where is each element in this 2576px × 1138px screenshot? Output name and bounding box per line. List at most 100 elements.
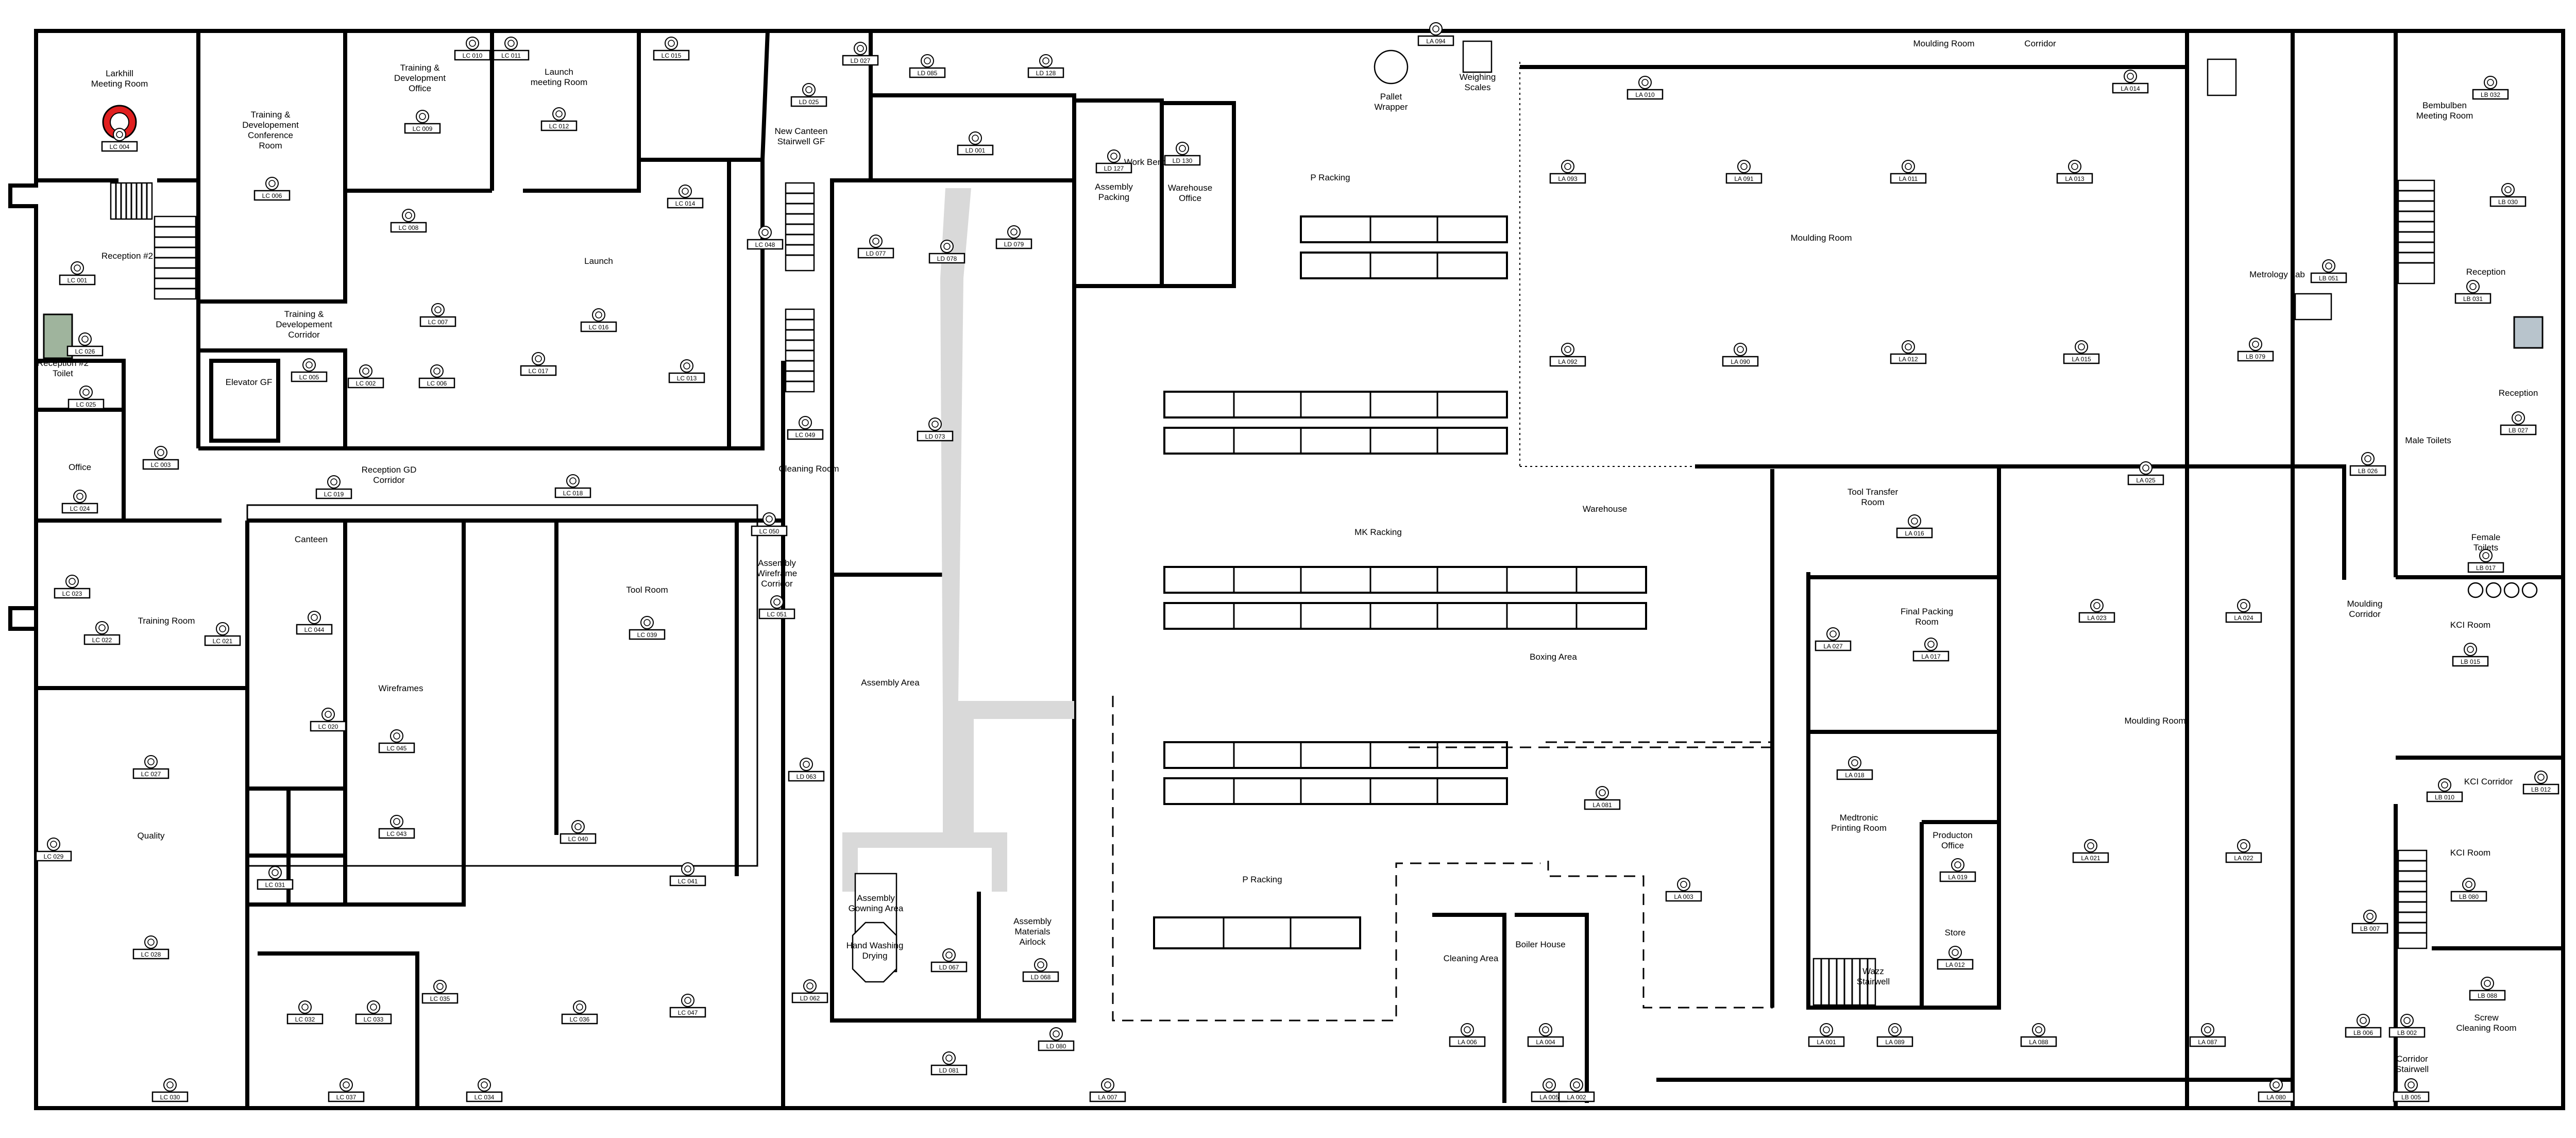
location-marker[interactable]: LC 026 xyxy=(66,332,104,357)
location-marker[interactable]: LC 027 xyxy=(132,755,170,779)
location-marker[interactable]: LD 077 xyxy=(857,235,894,259)
location-marker[interactable]: LB 005 xyxy=(2393,1078,2430,1102)
location-marker[interactable]: LC 029 xyxy=(35,838,72,862)
location-marker[interactable]: LA 027 xyxy=(1815,627,1852,651)
location-marker[interactable]: LC 020 xyxy=(310,708,347,732)
location-marker[interactable]: LB 015 xyxy=(2452,643,2489,667)
location-marker[interactable]: LC 040 xyxy=(560,820,597,844)
location-marker[interactable]: LD 128 xyxy=(1027,54,1064,78)
location-marker[interactable]: LC 050 xyxy=(751,512,788,537)
location-marker[interactable]: LC 035 xyxy=(421,980,459,1004)
location-marker[interactable]: LC 007 xyxy=(419,303,456,327)
location-marker[interactable]: LC 049 xyxy=(787,416,824,440)
location-marker[interactable]: LB 006 xyxy=(2345,1014,2382,1038)
location-marker[interactable]: LC 009 xyxy=(404,110,441,134)
location-marker[interactable]: LB 007 xyxy=(2351,910,2388,934)
location-marker[interactable]: LC 002 xyxy=(347,364,384,389)
location-marker[interactable]: LC 011 xyxy=(493,37,530,61)
location-marker[interactable]: LA 002 xyxy=(1558,1078,1595,1102)
location-marker[interactable]: LB 079 xyxy=(2237,338,2274,362)
location-marker[interactable]: LB 026 xyxy=(2349,452,2386,476)
location-marker[interactable]: LC 024 xyxy=(61,490,98,514)
location-marker[interactable]: LC 015 xyxy=(653,37,690,61)
location-marker[interactable]: LA 007 xyxy=(1089,1078,1126,1102)
location-marker[interactable]: LC 008 xyxy=(390,209,427,233)
location-marker[interactable]: LC 041 xyxy=(669,862,706,886)
location-marker[interactable]: LB 002 xyxy=(2388,1014,2426,1038)
location-marker[interactable]: LC 021 xyxy=(204,622,241,646)
location-marker[interactable]: LB 080 xyxy=(2450,878,2487,902)
location-marker[interactable]: LC 018 xyxy=(554,474,591,498)
location-marker[interactable]: LA 010 xyxy=(1626,76,1664,100)
location-marker[interactable]: LC 001 xyxy=(59,261,96,286)
location-marker[interactable]: LA 087 xyxy=(2189,1023,2226,1047)
location-marker[interactable]: LD 085 xyxy=(909,54,946,78)
location-marker[interactable]: LD 078 xyxy=(928,240,965,264)
location-marker[interactable]: LA 022 xyxy=(2225,839,2262,863)
location-marker[interactable]: LC 019 xyxy=(315,475,352,499)
location-marker[interactable]: LC 032 xyxy=(286,1000,324,1025)
location-marker[interactable]: LA 019 xyxy=(1939,858,1976,882)
location-marker[interactable]: LC 031 xyxy=(257,866,294,890)
location-marker[interactable]: LC 023 xyxy=(54,575,91,599)
location-marker[interactable]: LD 027 xyxy=(842,42,879,66)
location-marker[interactable]: LD 130 xyxy=(1164,142,1201,166)
location-marker[interactable]: LD 073 xyxy=(917,417,954,442)
location-marker[interactable]: LA 081 xyxy=(1584,786,1621,810)
location-marker[interactable]: LC 045 xyxy=(378,729,415,754)
location-marker[interactable]: LA 018 xyxy=(1836,756,1873,780)
location-marker[interactable]: LA 080 xyxy=(2258,1078,2295,1102)
location-marker[interactable]: LD 062 xyxy=(791,979,828,1003)
location-marker[interactable]: LC 006 xyxy=(253,177,291,201)
location-marker[interactable]: LC 044 xyxy=(296,611,333,635)
location-marker[interactable]: LC 043 xyxy=(378,815,415,839)
location-marker[interactable]: LB 010 xyxy=(2426,778,2463,802)
location-marker[interactable]: LC 033 xyxy=(355,1000,392,1025)
location-marker[interactable]: LB 027 xyxy=(2500,411,2537,436)
location-marker[interactable]: LD 068 xyxy=(1022,958,1059,982)
location-marker[interactable]: LD 001 xyxy=(957,131,994,156)
location-marker[interactable]: LD 080 xyxy=(1038,1027,1075,1051)
location-marker[interactable]: LC 025 xyxy=(67,386,105,410)
location-marker[interactable]: LA 014 xyxy=(2112,70,2149,94)
location-marker[interactable]: LD 025 xyxy=(790,83,827,107)
location-marker[interactable]: LA 013 xyxy=(2056,160,2093,184)
location-marker[interactable]: LC 051 xyxy=(758,595,795,620)
location-marker[interactable]: LD 063 xyxy=(788,758,825,782)
location-marker[interactable]: LD 127 xyxy=(1095,149,1132,174)
location-marker[interactable]: LC 022 xyxy=(83,621,121,645)
location-marker[interactable]: LC 014 xyxy=(667,185,704,209)
location-marker[interactable]: LC 047 xyxy=(669,994,706,1018)
location-marker[interactable]: LC 039 xyxy=(629,616,666,640)
location-marker[interactable]: LC 016 xyxy=(580,308,617,332)
location-marker[interactable]: LC 030 xyxy=(151,1078,189,1102)
location-marker[interactable]: LB 088 xyxy=(2469,977,2506,1001)
location-marker[interactable]: LA 016 xyxy=(1896,514,1933,539)
location-marker[interactable]: LC 028 xyxy=(132,935,170,960)
location-marker[interactable]: LA 021 xyxy=(2072,839,2109,863)
location-marker[interactable]: LB 032 xyxy=(2472,76,2509,100)
location-marker[interactable]: LD 067 xyxy=(930,948,968,973)
location-marker[interactable]: LA 001 xyxy=(1808,1023,1845,1047)
location-marker[interactable]: LB 012 xyxy=(2522,771,2560,795)
location-marker[interactable]: LC 003 xyxy=(142,446,179,470)
location-marker[interactable]: LA 089 xyxy=(1876,1023,1913,1047)
location-marker[interactable]: LA 090 xyxy=(1722,343,1759,367)
location-marker[interactable]: LA 023 xyxy=(2078,599,2115,623)
location-marker[interactable]: LC 004 xyxy=(101,128,138,152)
location-marker[interactable]: LC 034 xyxy=(466,1078,503,1102)
location-marker[interactable]: LB 051 xyxy=(2310,259,2347,283)
location-marker[interactable]: LA 003 xyxy=(1665,878,1702,902)
location-marker[interactable]: LA 012 xyxy=(1890,340,1927,364)
location-marker[interactable]: LB 017 xyxy=(2467,549,2504,573)
location-marker[interactable]: LA 092 xyxy=(1549,343,1586,367)
location-marker[interactable]: LC 036 xyxy=(561,1000,598,1025)
location-marker[interactable]: LA 015 xyxy=(2063,340,2100,364)
location-marker[interactable]: LC 037 xyxy=(328,1078,365,1102)
location-marker[interactable]: LA 024 xyxy=(2225,599,2262,623)
location-marker[interactable]: LC 013 xyxy=(668,359,705,383)
location-marker[interactable]: LA 017 xyxy=(1912,638,1950,662)
location-marker[interactable]: LA 012 xyxy=(1937,946,1974,970)
location-marker[interactable]: LD 079 xyxy=(995,225,1032,249)
location-marker[interactable]: LC 005 xyxy=(291,358,328,382)
